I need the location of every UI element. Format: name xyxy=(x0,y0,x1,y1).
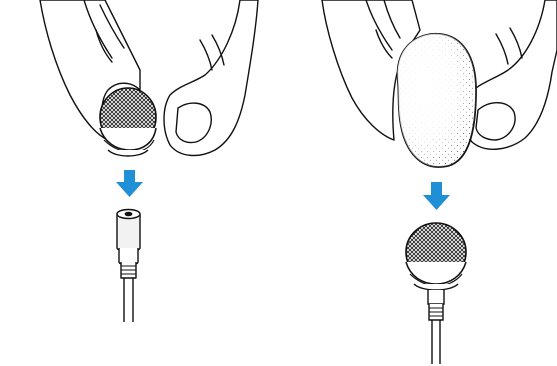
down-arrow-icon xyxy=(423,182,450,210)
foam-windscreen-icon xyxy=(398,34,476,167)
step-2-group xyxy=(322,0,557,364)
lavalier-mic-capsule-icon xyxy=(117,210,140,323)
mesh-cap-icon xyxy=(100,88,156,156)
down-arrow-icon xyxy=(116,170,143,197)
step-1-group xyxy=(40,0,258,322)
lavalier-mic-with-cap-icon xyxy=(406,223,466,364)
